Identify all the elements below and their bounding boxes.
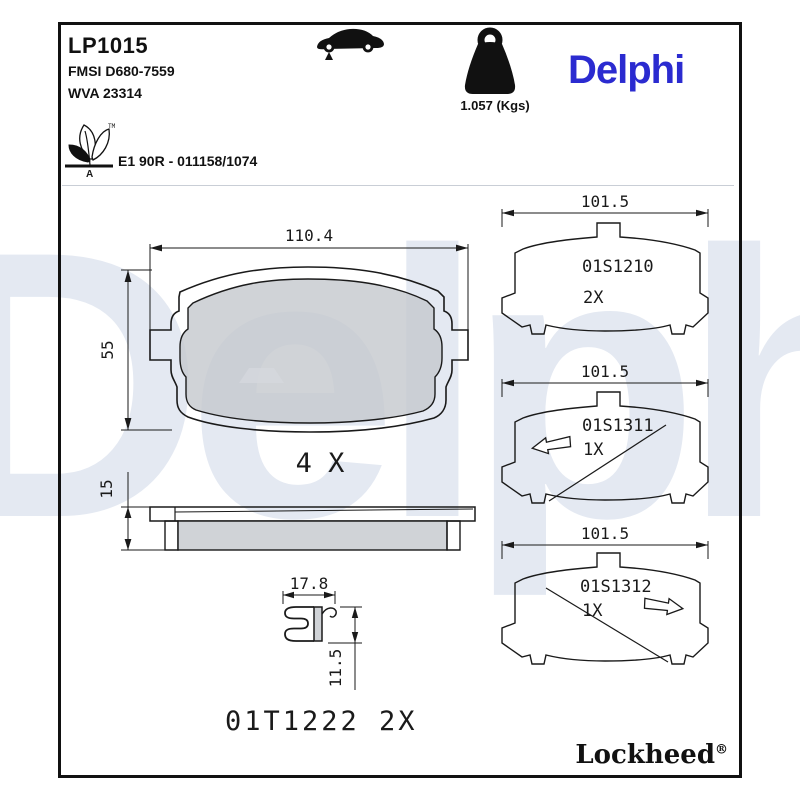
- front-position-arrow: [325, 52, 333, 60]
- shim3-quantity: 1X: [582, 601, 603, 621]
- eco-leaf-icon: A TM: [65, 123, 116, 180]
- lockheed-logo: Lockheed®: [575, 740, 728, 770]
- car-front-axle-icon: [317, 28, 384, 60]
- shim3-part-number: 01S1312: [580, 577, 652, 597]
- shim-middle-view: 101.5 01S1311 1X: [501, 362, 709, 504]
- page-title: LP1015: [68, 33, 149, 58]
- shim2-quantity: 1X: [583, 440, 604, 460]
- pad-thickness-dim: 15: [97, 479, 116, 498]
- wva-reference: WVA 23314: [68, 85, 142, 101]
- shim1-quantity: 2X: [583, 288, 604, 308]
- shim1-part-number: 01S1210: [582, 257, 654, 277]
- shim1-width-dim: 101.5: [581, 192, 629, 211]
- shim-bottom-view: 101.5 01S1312 1X: [501, 524, 709, 665]
- clip-width-dim: 17.8: [290, 574, 329, 593]
- eco-letter: A: [86, 169, 93, 180]
- weight-value: 1.057 (Kgs): [460, 98, 530, 113]
- clip-part-label: 01T1222 2X: [225, 706, 418, 737]
- delphi-logo: Delphi: [568, 48, 685, 92]
- pad-height-dim: 55: [98, 340, 117, 359]
- fitting-clip-view: 17.8 11.5 01T1222 2X: [225, 574, 418, 737]
- shim3-width-dim: 101.5: [581, 524, 629, 543]
- pad-width-dim: 110.4: [285, 226, 333, 245]
- lockheed-text: Lockheed: [575, 740, 715, 770]
- pad-quantity: 4 X: [296, 448, 345, 479]
- shim2-part-number: 01S1311: [582, 416, 654, 436]
- clip-height-dim: 11.5: [326, 649, 345, 688]
- homologation-number: E1 90R - 011158/1074: [118, 153, 258, 169]
- tm-mark: TM: [108, 123, 116, 130]
- shim-top-view: 101.5 01S1210 2X: [501, 192, 709, 335]
- registered-mark: ®: [715, 742, 728, 758]
- weight-kettlebell-icon: [464, 27, 516, 94]
- header-divider: [62, 185, 734, 186]
- direction-arrow-left: [530, 435, 572, 455]
- pad-side-view: 15: [97, 472, 476, 551]
- shim2-width-dim: 101.5: [581, 362, 629, 381]
- direction-arrow-right: [643, 597, 685, 616]
- fmsi-reference: FMSI D680-7559: [68, 63, 175, 79]
- pad-front-view: 110.4 55 4 X: [98, 226, 469, 479]
